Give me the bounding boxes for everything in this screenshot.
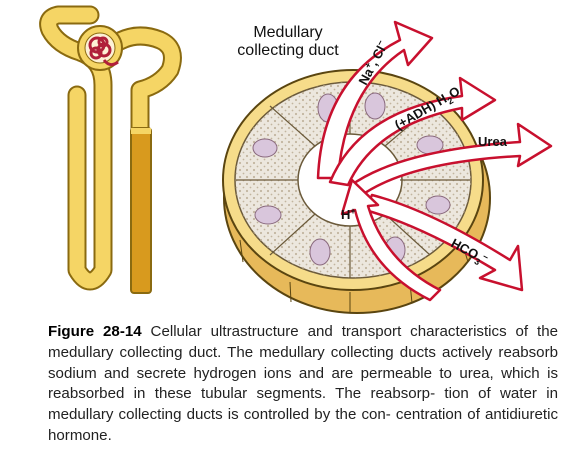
water-arrow <box>328 76 497 187</box>
transport-arrows <box>316 20 553 302</box>
hplus-arrow <box>340 178 442 302</box>
hco3-arrow <box>363 193 524 292</box>
nephron-illustration <box>39 5 182 294</box>
collecting-duct-tube <box>130 127 152 294</box>
duct-title-line1: Medullary <box>253 24 322 41</box>
glomerulus <box>88 36 119 67</box>
nacl-arrow <box>316 20 434 180</box>
diagram-labels: Medullary collecting duct <box>237 24 339 59</box>
figure-number: Figure 28-14 <box>48 323 142 340</box>
duct-title-line2: collecting duct <box>237 42 339 59</box>
figure-caption: Figure 28-14 Cellular ultrastructure and… <box>48 322 558 447</box>
caption-text: Cellular ultrastructure and transport ch… <box>48 323 558 444</box>
urea-arrow <box>348 122 553 197</box>
collecting-duct-figure: Medullary collecting duct Na+, Cl− (+ADH… <box>39 5 553 314</box>
urea-label: Urea <box>478 134 508 149</box>
hplus-label: H+ <box>341 206 356 222</box>
